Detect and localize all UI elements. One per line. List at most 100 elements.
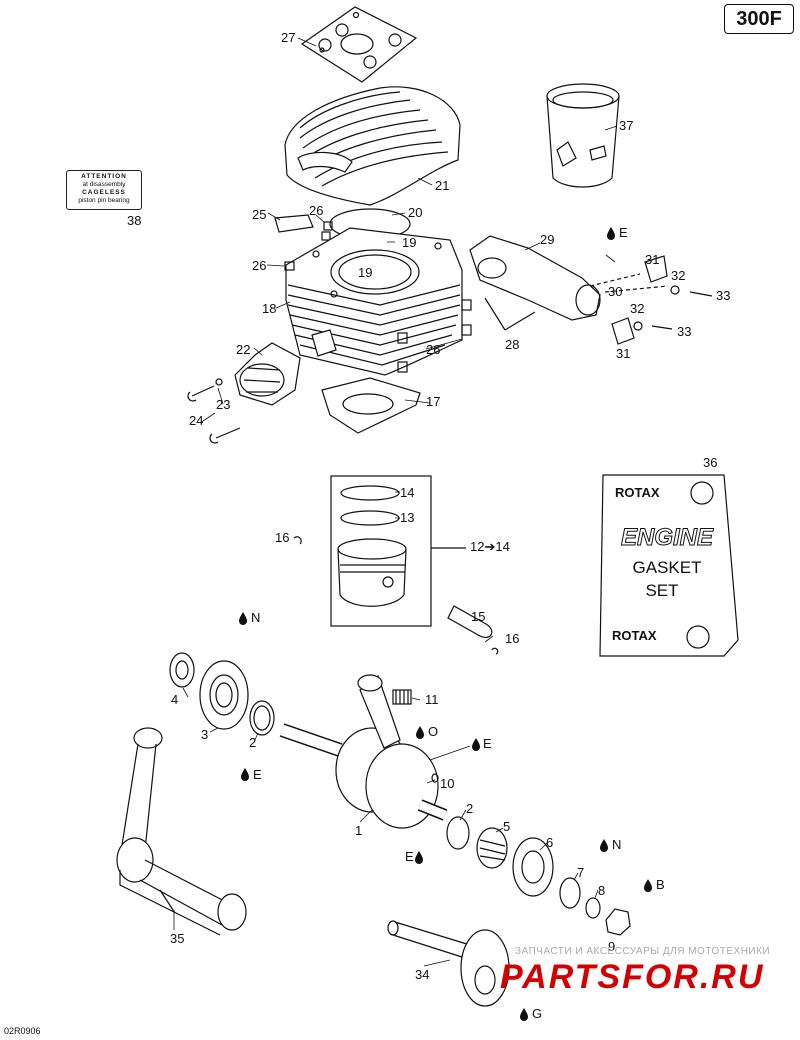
callout-6: 6 [546, 835, 554, 850]
callout-28: 28 [505, 337, 520, 352]
callout-29: 29 [540, 232, 555, 247]
bolt-33a [689, 291, 713, 297]
plug-26-right-3 [397, 332, 408, 344]
callout-2b: 2 [466, 801, 474, 816]
callout-E3: E [253, 767, 262, 782]
callout-30: 30 [608, 284, 623, 299]
gasket-line-3: SET [645, 581, 679, 600]
callout-33a: 33 [716, 288, 731, 303]
distance-ring-2a [249, 700, 275, 736]
callout-26a: 26 [309, 203, 324, 218]
callout-17: 17 [426, 394, 441, 409]
washer-8 [585, 897, 601, 919]
callout-32a: 32 [671, 268, 686, 283]
callout-10: 10 [440, 776, 455, 791]
ball-bearing-6 [512, 837, 554, 897]
plug-26-left [284, 261, 295, 271]
callout-33b: 33 [677, 324, 692, 339]
distance-ring-2b [446, 816, 470, 850]
piston-kit-box [330, 475, 432, 627]
callout-16b: 16 [505, 631, 520, 646]
piston-ring-14 [340, 485, 400, 501]
attention-line-2: at disassembly [82, 181, 126, 188]
base-gasket-17 [321, 377, 421, 434]
crankshaft-part-34 [387, 920, 510, 1007]
callout-38: 38 [127, 213, 142, 228]
callout-14: 14 [400, 485, 415, 500]
gasket-line-2: GASKET [632, 558, 702, 577]
callout-32b: 32 [630, 301, 645, 316]
callout-9: 9 [608, 939, 616, 954]
exhaust-flange-31b [611, 317, 635, 345]
cylinder-liner-37 [546, 83, 620, 188]
callout-8: 8 [598, 883, 606, 898]
gasket-set-package-36 [599, 474, 739, 657]
callout-N1: N [251, 610, 261, 625]
attention-label: ATTENTION at disassembly CAGELESS piston… [66, 170, 142, 210]
bolt-33b [651, 325, 673, 330]
intake-manifold-22 [234, 342, 301, 406]
callout-34: 34 [415, 967, 430, 982]
callout-E1: E [619, 225, 628, 240]
callout-G: G [532, 1006, 543, 1021]
circlip-16b [491, 647, 499, 655]
callout-B: B [656, 877, 665, 892]
connecting-rod-35 [116, 727, 247, 936]
plug-26-right-4 [397, 361, 408, 373]
callout-35: 35 [170, 931, 185, 946]
exhaust-flange-31a [644, 255, 668, 283]
washer-23 [215, 378, 223, 386]
exhaust-valve-cover-25 [274, 214, 314, 233]
needle-bearing-11 [392, 689, 412, 705]
callout-18: 18 [262, 301, 277, 316]
callout-26b: 26 [252, 258, 267, 273]
key-10 [431, 773, 439, 783]
plug-26-top [323, 221, 333, 231]
callout-5: 5 [503, 819, 511, 834]
callout-24: 24 [189, 413, 204, 428]
piston-ring-13 [340, 510, 400, 526]
cylinder-head-gasket-27 [300, 6, 418, 83]
ball-bearing-3 [199, 660, 249, 730]
callout-31a: 31 [645, 252, 660, 267]
callout-37: 37 [619, 118, 634, 133]
callout-36: 36 [703, 455, 718, 470]
washer-32b [633, 321, 643, 331]
callout-1: 1 [355, 823, 363, 838]
callout-25: 25 [252, 207, 267, 222]
nut-9 [605, 908, 631, 936]
spring-5 [476, 827, 508, 869]
callout-E4: E [405, 849, 414, 864]
callout-20: 20 [408, 205, 423, 220]
oil-seal-7 [559, 877, 581, 909]
crankshaft-1 [279, 674, 448, 829]
screw-24a [187, 385, 215, 402]
callout-O: O [428, 724, 439, 739]
plug-26-right-1 [461, 299, 472, 311]
cylinder-18 [285, 227, 463, 376]
callout-26c: 26 [426, 342, 441, 357]
gasket-brand-bottom: ROTAX [612, 628, 657, 643]
washer-32a [670, 285, 680, 295]
oil-seal-4 [169, 652, 195, 688]
gasket-brand-top: ROTAX [615, 485, 660, 500]
plug-26-top-b [321, 231, 331, 241]
callout-15: 15 [471, 609, 486, 624]
callout-19b: 19 [358, 265, 373, 280]
callout-19a: 19 [402, 235, 417, 250]
callout-4: 4 [171, 692, 179, 707]
callout-16a: 16 [275, 530, 290, 545]
diagram-code: 02R0906 [4, 1026, 41, 1036]
screw-24b [209, 427, 241, 444]
attention-line-4: piston pin bearing [78, 197, 130, 204]
callout-2a: 2 [249, 735, 257, 750]
watermark-tagline: ЗАПЧАСТИ И АКСЕССУАРЫ ДЛЯ МОТОТЕХНИКИ [515, 946, 771, 957]
callout-27: 27 [281, 30, 296, 45]
callout-N2: N [612, 837, 622, 852]
callout-22: 22 [236, 342, 251, 357]
callout-3: 3 [201, 727, 209, 742]
callout-E2: E [483, 736, 492, 751]
attention-title: ATTENTION [81, 173, 127, 180]
